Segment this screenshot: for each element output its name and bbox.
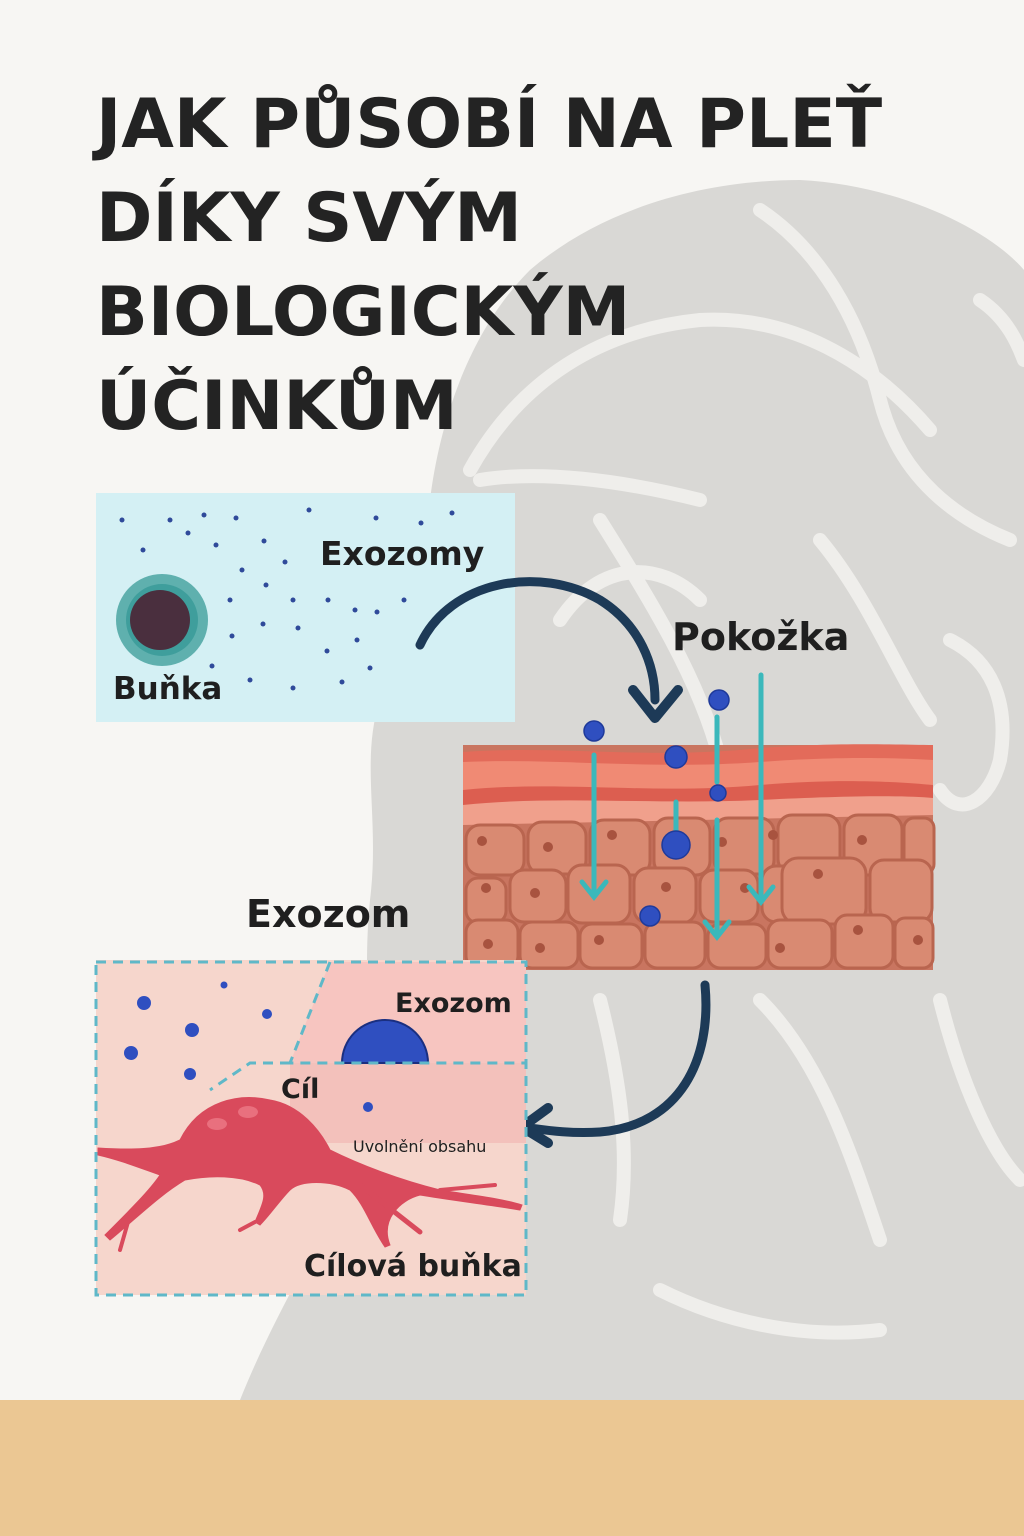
release-label: Uvolnění obsahu xyxy=(353,1137,487,1156)
exosome-fusion-icon xyxy=(340,1019,430,1064)
title-line: BIOLOGICKÝM xyxy=(96,273,631,352)
skin-cross-section xyxy=(463,672,936,970)
exosomes-label: Exozomy xyxy=(320,534,485,573)
page-title: JAK PŮSOBÍ NA PLEŤ DÍKY SVÝM BIOLOGICKÝM… xyxy=(96,78,882,454)
target-label: Cíl xyxy=(281,1074,320,1105)
target-cell-inset xyxy=(94,960,528,1297)
target-cell-label: Cílová buňka xyxy=(304,1249,522,1284)
exosome-label: Exozom xyxy=(246,892,411,936)
title-line: DÍKY SVÝM xyxy=(96,179,522,258)
bottom-band xyxy=(0,1400,1024,1536)
penetration-arrows xyxy=(579,672,776,942)
title-line: ÚČINKŮM xyxy=(96,367,458,446)
exosome-particles xyxy=(583,689,730,927)
target-cell-icon xyxy=(97,1097,523,1252)
flow-arrow-to-skin xyxy=(415,577,683,723)
exosome-dots xyxy=(119,507,455,691)
inset-exosome-dots xyxy=(124,981,373,1112)
title-line: JAK PŮSOBÍ NA PLEŤ xyxy=(96,85,883,164)
skin-label: Pokožka xyxy=(672,615,850,659)
exosome-inset-label: Exozom xyxy=(395,988,512,1019)
cell-label: Buňka xyxy=(113,671,223,707)
